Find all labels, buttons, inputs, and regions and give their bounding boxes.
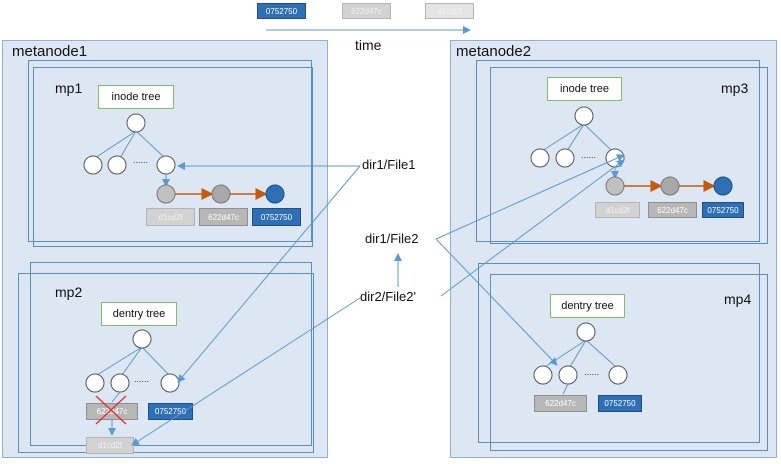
mp1-root-node — [126, 113, 146, 133]
timeline-tag-3: d1cd2f — [425, 3, 474, 19]
mp1-version-node-2 — [211, 184, 231, 204]
path-label-dir2-file2p: dir2/File2' — [360, 289, 416, 304]
mp2-tag-2: 0752750 — [148, 403, 193, 420]
mp4-tag-1: 622d47c — [534, 395, 587, 412]
mp4-box — [490, 274, 768, 451]
mp2-box-back — [30, 262, 312, 446]
mp4-label: mp4 — [724, 291, 752, 307]
mp1-tag-1: d1cd2f — [146, 208, 195, 226]
path-label-dir1-file2: dir1/File2 — [365, 231, 419, 246]
mp3-tag-3: 0752750 — [702, 202, 744, 218]
mp4-node — [608, 365, 628, 385]
mp4-tree — [533, 322, 628, 395]
mp4-ellipsis: ...... — [584, 367, 600, 377]
mp3-node — [555, 148, 575, 168]
mp2-label: mp2 — [55, 284, 83, 300]
mp2-node — [110, 373, 130, 393]
mp3-version-node-1 — [605, 176, 625, 196]
timeline-tag-1: 0752750 — [257, 3, 306, 19]
time-label: time — [355, 37, 382, 53]
mp1-tree — [83, 113, 285, 204]
mp1-node — [107, 155, 127, 175]
mp3-node — [530, 148, 550, 168]
mp3-tag-1: d1cd2f — [595, 202, 640, 218]
mp3-version-node-2 — [660, 176, 680, 196]
mp2-box — [18, 273, 314, 453]
mp4-node — [533, 365, 553, 385]
mp2-ellipsis: ...... — [134, 374, 150, 384]
mp3-box-back — [476, 60, 760, 242]
mp4-tag-2: 0752750 — [598, 395, 642, 412]
mp1-file-node — [156, 155, 176, 175]
mp3-label: mp3 — [721, 80, 749, 96]
mp4-box-back — [478, 263, 760, 443]
mp1-version-node-1 — [156, 184, 176, 204]
mp3-ellipsis: ...... — [581, 150, 597, 160]
metanode2-title: metanode2 — [456, 43, 532, 60]
mp1-inode-tree-label: inode tree — [98, 85, 174, 109]
mp3-file-node — [605, 148, 625, 168]
mp1-node — [83, 155, 103, 175]
path-label-dir1-file1: dir1/File1 — [362, 157, 416, 172]
mp2-node — [85, 373, 105, 393]
mp3-tag-2: 622d47c — [648, 202, 697, 218]
mp3-version-node-3 — [713, 176, 733, 196]
mp1-box — [33, 67, 313, 247]
mp4-dentry-tree-label: dentry tree — [550, 294, 625, 318]
mp2-root-node — [132, 329, 152, 349]
mp1-tag-2: 622d47c — [199, 208, 248, 226]
timeline-tag-2: 622d47c — [342, 3, 391, 19]
mp2-dentry-tree-label: dentry tree — [101, 302, 177, 326]
metanode1-title: metanode1 — [12, 43, 88, 60]
mp1-ellipsis: ...... — [133, 155, 149, 165]
mp2-tree — [85, 329, 180, 436]
mp3-root-node — [574, 106, 594, 126]
mp3-box — [490, 67, 768, 244]
mp1-version-node-3 — [265, 184, 285, 204]
mp4-node — [558, 365, 578, 385]
cross-links — [131, 154, 625, 446]
mp1-label: mp1 — [55, 80, 83, 96]
mp2-node — [160, 373, 180, 393]
mp3-tree — [530, 106, 733, 196]
mp4-root-node — [576, 322, 596, 342]
mp1-tag-3: 0752750 — [252, 208, 301, 226]
mp1-box-back — [28, 60, 312, 242]
mp3-inode-tree-label: inode tree — [547, 77, 622, 101]
